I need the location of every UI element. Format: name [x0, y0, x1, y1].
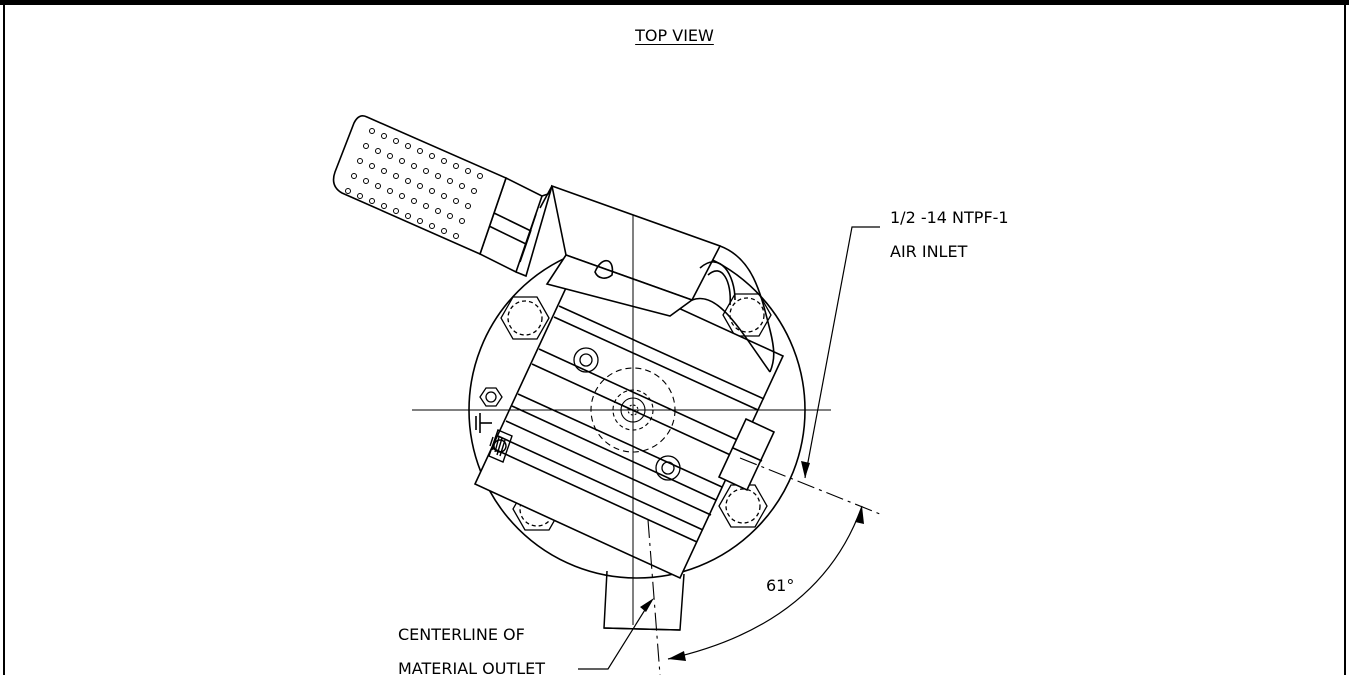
top-border-bar [0, 0, 1349, 5]
angle-dimension-arc [667, 505, 863, 660]
outlet-centerline [647, 519, 661, 675]
outlet-callout-line-2: MATERIAL OUTLET [398, 659, 546, 678]
centerlines [412, 215, 831, 625]
bolt-bottom-right [718, 484, 768, 528]
outlet-callout-line-1: CENTERLINE OF [398, 625, 525, 644]
material-outlet-nub [603, 570, 685, 631]
air-inlet-callout-line-2: AIR INLET [890, 242, 968, 261]
outlet-leader-arrow [640, 598, 654, 612]
inlet-centerline [739, 457, 881, 515]
outlet-leader [578, 604, 649, 670]
cap-screw-upper [573, 347, 599, 373]
ground-clamp [488, 429, 513, 463]
angle-dimension-label: 61° [766, 576, 795, 595]
inlet-leader [804, 226, 880, 479]
bolt-top-left [500, 296, 550, 340]
muffler-holes [345, 128, 483, 239]
air-inlet-fitting [539, 184, 775, 373]
inlet-leader-arrow [801, 461, 810, 478]
angle-arrow-bottom [668, 651, 686, 661]
air-inlet-callout-line-1: 1/2 -14 NTPF-1 [890, 208, 1009, 227]
pump-body [473, 260, 785, 580]
ground-screw [479, 387, 503, 407]
ground-symbol-icon [475, 413, 492, 433]
angle-arrow-top [855, 506, 864, 524]
cap-screw-lower [655, 455, 681, 481]
bolt-bottom-left [512, 487, 562, 531]
view-title: TOP VIEW [635, 26, 714, 45]
muffler [332, 115, 507, 256]
